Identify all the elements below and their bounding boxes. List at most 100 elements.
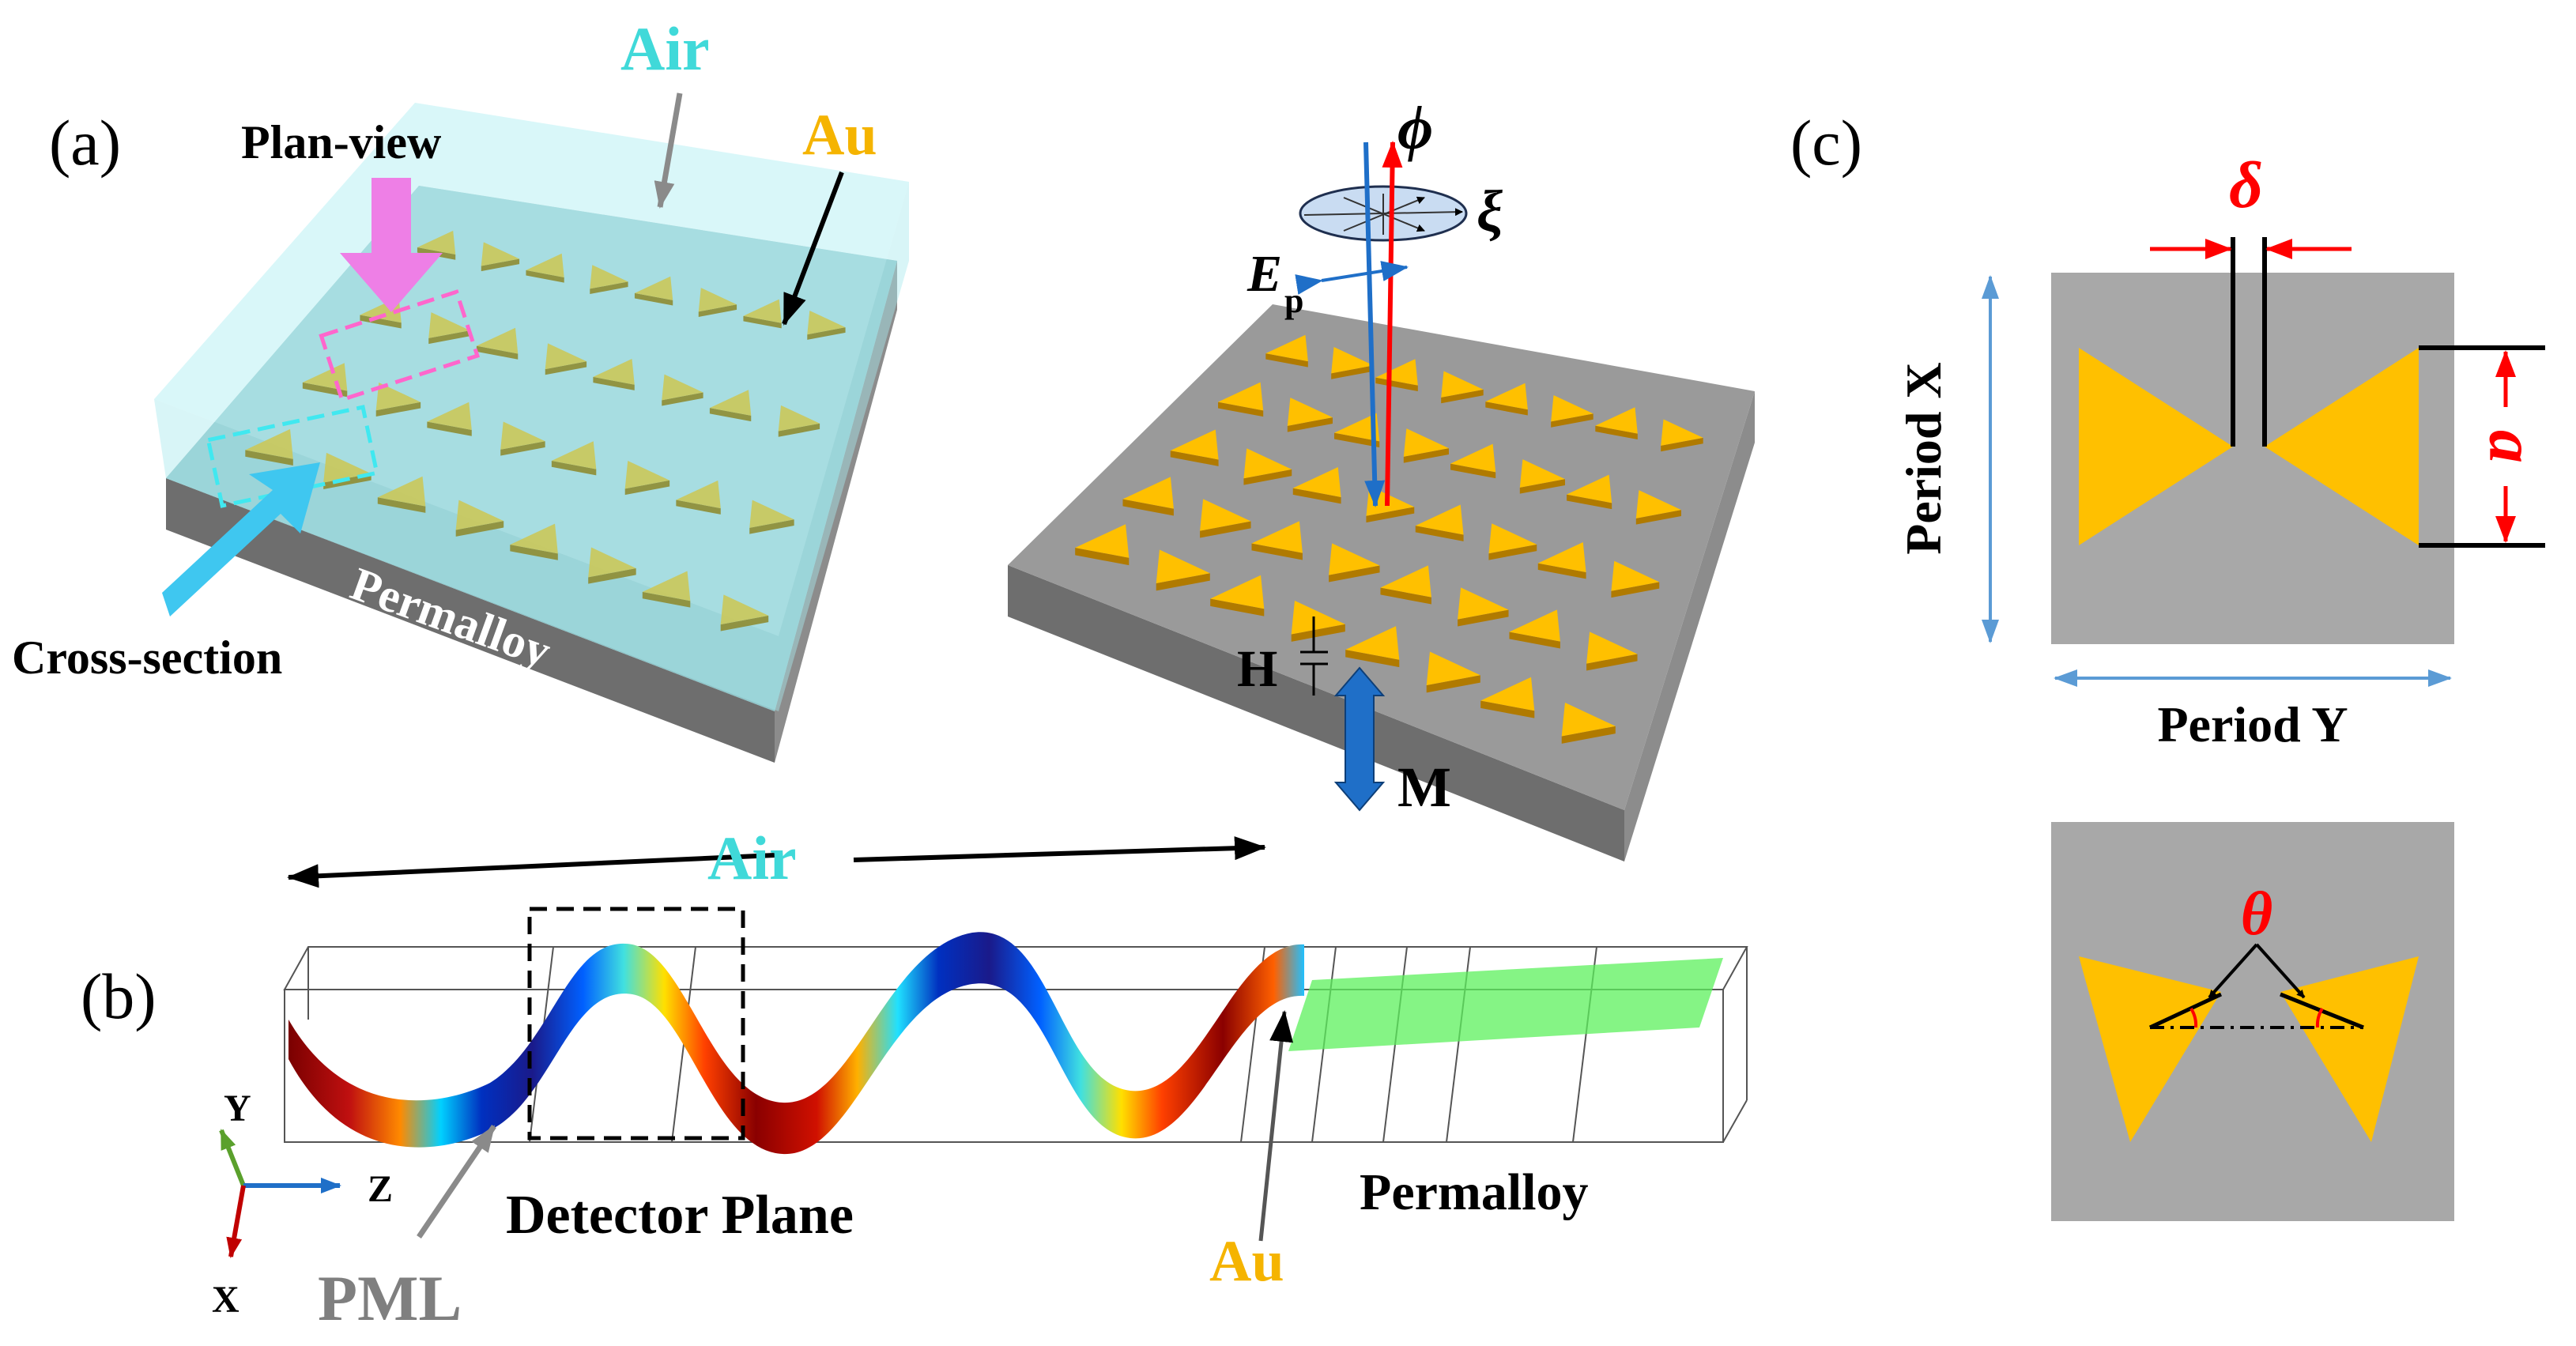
gold-triangle-side	[720, 615, 769, 632]
gold-triangle-side	[1488, 544, 1537, 560]
gold-triangle	[1488, 523, 1537, 554]
incidence-symbols	[1295, 141, 1468, 812]
gold-triangle	[1561, 702, 1616, 737]
panel-a-left-block	[154, 103, 909, 763]
phi-label: ϕ	[1397, 93, 1433, 162]
gold-triangle-side	[526, 270, 564, 283]
gold-triangle-side	[375, 402, 421, 417]
gold-triangle-side	[1519, 479, 1565, 494]
gold-triangle-side	[1380, 587, 1431, 605]
gold-triangle	[1586, 632, 1638, 664]
gold-triangle	[1458, 587, 1509, 620]
permalloy-slab	[1288, 958, 1723, 1051]
cross-section-label: Cross-section	[12, 632, 282, 684]
gold-triangle-side	[588, 567, 636, 584]
gold-triangle-side	[1635, 510, 1681, 525]
gold-triangle	[427, 402, 472, 431]
gold-triangle	[1075, 524, 1130, 558]
plan-view-dashed-box	[319, 289, 481, 402]
gold-triangle-side	[1551, 413, 1593, 428]
gold-triangle	[1156, 549, 1210, 584]
theta-arc-left	[2189, 1007, 2198, 1028]
gold-triangle	[510, 523, 558, 554]
gold-triangle	[749, 500, 794, 528]
axis-x-arrow	[226, 1185, 246, 1258]
gold-triangle	[1415, 504, 1464, 535]
gold-triangle-side	[749, 519, 794, 534]
h-label: H	[1237, 640, 1277, 698]
xi-label: ξ	[1477, 179, 1503, 244]
gold-triangle	[662, 374, 703, 401]
gold-triangle	[481, 242, 520, 266]
gold-triangle-side	[1661, 437, 1703, 452]
gold-triangle	[455, 500, 504, 530]
gold-triangle	[593, 358, 635, 385]
theta-pointer-right	[2255, 943, 2306, 999]
gold-triangle	[720, 594, 769, 625]
gold-triangle	[1334, 413, 1380, 442]
gold-triangle-side	[1403, 448, 1449, 463]
gold-triangle	[1551, 394, 1593, 422]
m-label: M	[1397, 756, 1451, 819]
au-pointer-arrow-b	[1258, 1010, 1294, 1242]
gold-triangle-side	[698, 304, 737, 317]
gold-triangle-side	[545, 361, 587, 375]
gold-triangle	[545, 343, 587, 370]
gold-triangle	[1480, 677, 1535, 711]
left-substrate-side	[775, 261, 897, 763]
gold-triangle-side	[1243, 469, 1292, 485]
gold-triangle-side	[1334, 432, 1380, 448]
gold-triangle	[590, 265, 628, 289]
axis-x-label: X	[212, 1279, 239, 1321]
gold-triangle-side	[1122, 499, 1174, 516]
air-span-arrow-right	[853, 836, 1266, 862]
gold-triangle	[1251, 521, 1303, 553]
right-substrate-side	[1624, 391, 1755, 862]
gold-triangle	[526, 253, 564, 277]
gold-triangle	[417, 230, 456, 255]
gold-triangle	[1292, 466, 1341, 497]
gold-triangle	[1210, 575, 1265, 609]
detector-plane-box	[527, 907, 745, 1141]
gold-triangle-side	[709, 408, 752, 422]
gold-triangle	[1426, 651, 1480, 686]
gold-triangle-side	[377, 497, 426, 513]
air-layer-cap	[154, 103, 909, 636]
gold-triangle	[377, 476, 426, 507]
gold-triangle	[1595, 407, 1638, 434]
gold-triangle-side	[1458, 609, 1509, 627]
gold-triangle	[642, 571, 691, 601]
unit-cell-top	[1982, 237, 2545, 687]
gold-triangle	[698, 288, 737, 312]
gold-triangle-side	[1331, 365, 1374, 379]
gold-triangle-side	[1480, 700, 1535, 718]
pml-label: PML	[318, 1262, 462, 1334]
field-wave-surface	[289, 932, 1304, 1155]
gold-triangle	[1611, 560, 1660, 591]
gold-triangle	[1380, 565, 1431, 598]
gold-triangle-side	[642, 591, 691, 608]
a-label: a	[2476, 430, 2549, 463]
gold-triangle-side	[743, 315, 782, 329]
gold-triangle-side	[1426, 675, 1480, 693]
gold-triangle-side	[593, 376, 635, 390]
gold-triangle	[1441, 371, 1484, 398]
reflected-light-arrow	[1382, 141, 1403, 507]
gold-triangle	[1265, 334, 1308, 362]
gold-triangle-side	[1450, 463, 1496, 479]
period-x-label: Period X	[1895, 362, 1952, 555]
pml-pointer-arrow	[417, 1125, 496, 1239]
axis-y-arrow	[219, 1129, 246, 1187]
gold-triangle-side	[1485, 402, 1528, 416]
permalloy-label-b: Permalloy	[1360, 1163, 1589, 1221]
gold-triangle	[1635, 490, 1681, 518]
gold-triangle-side	[1291, 624, 1345, 642]
gold-triangle-side	[1170, 451, 1219, 466]
gold-triangle-side	[510, 545, 558, 560]
axis-y-label: Y	[224, 1088, 251, 1129]
gold-triangle	[1345, 626, 1400, 660]
panel-b-simulation	[219, 836, 1748, 1258]
gold-triangle	[1403, 428, 1449, 457]
tilted-right-triangle	[2280, 956, 2419, 1142]
gold-triangle	[624, 461, 670, 489]
